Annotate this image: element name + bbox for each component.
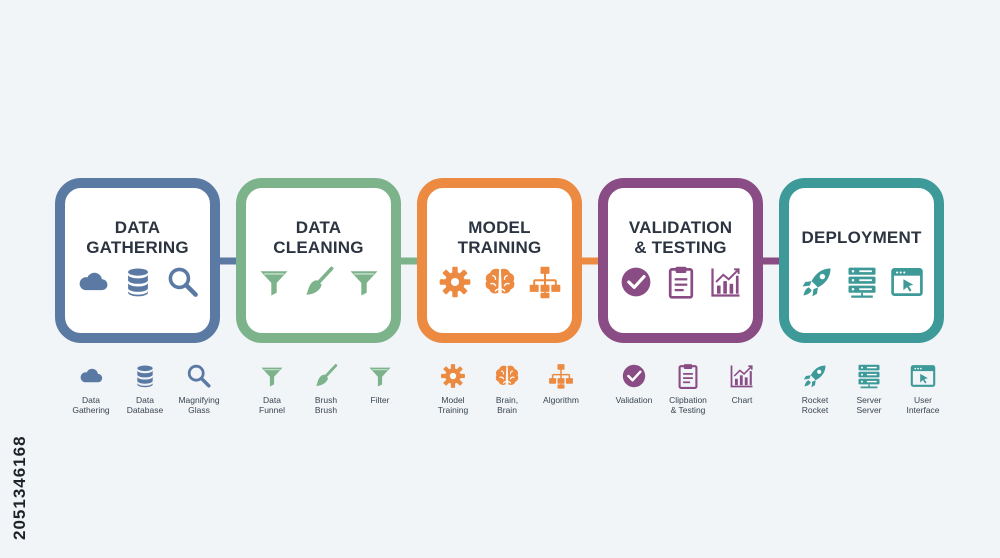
legend-label: Data Database [126,395,164,415]
legend-group-cleaning: Data Funnel Brush Brush Filter [245,362,407,415]
funnel-icon [258,362,286,390]
legend-item: Data Database [118,362,172,415]
brain-icon [493,362,521,390]
legend-item: User Interface [896,362,950,415]
legend-label: Rocket Rocket [801,395,829,415]
magnifying-glass-icon [165,264,201,300]
cloud-icon [77,362,105,390]
user-interface-icon [889,264,925,300]
legend-item: Model Training [426,362,480,415]
server-icon [855,362,883,390]
chart-icon [728,362,756,390]
server-icon [844,264,880,300]
check-circle-icon [620,362,648,390]
cloud-icon [75,264,111,300]
legend-label: Data Gathering [72,395,110,415]
stage-title: MODEL TRAINING [457,218,542,257]
stage-deployment: DEPLOYMENT [779,178,944,343]
chart-icon [708,264,744,300]
brush-icon [312,362,340,390]
clipboard-icon [663,264,699,300]
stage-icons [427,262,572,302]
stage-model-training: MODEL TRAINING [417,178,582,343]
algorithm-icon [547,362,575,390]
legend-label: Model Training [437,395,469,415]
legend-label: Validation [615,395,653,405]
check-circle-icon [618,264,654,300]
legend-item: Algorithm [534,362,588,415]
legend-label: Brush Brush [314,395,338,415]
filter-icon [366,362,394,390]
stage-data-cleaning: DATA CLEANING [236,178,401,343]
filter-icon [346,264,382,300]
rocket-icon [801,362,829,390]
rocket-icon [799,264,835,300]
stage-data-gathering: DATA GATHERING [55,178,220,343]
funnel-icon [256,264,292,300]
stage-icons [789,262,934,302]
database-icon [131,362,159,390]
stage-title: VALIDATION & TESTING [628,218,733,257]
stage-icons [608,262,753,302]
algorithm-icon [527,264,563,300]
legend-label: Magnifying Glass [178,395,220,415]
stage-validation-testing: VALIDATION & TESTING [598,178,763,343]
stage-title: DEPLOYMENT [801,228,922,247]
legend-label: Data Funnel [259,395,285,415]
stage-icons [65,262,210,302]
legend-item: Clipbation & Testing [661,362,715,415]
legend-label: User Interface [906,395,940,415]
magnifying-glass-icon [185,362,213,390]
clipboard-icon [674,362,702,390]
legend-group-gathering: Data Gathering Data Database Magnifying Gl… [64,362,226,415]
brush-icon [301,264,337,300]
legend-item: Brain, Brain [480,362,534,415]
stage-title: DATA GATHERING [86,218,189,257]
legend-item: Rocket Rocket [788,362,842,415]
legend-label: Filter [370,395,390,405]
legend-label: Server Server [856,395,882,415]
legend-item: Server Server [842,362,896,415]
stage-icons [246,262,391,302]
legend-item: Magnifying Glass [172,362,226,415]
legend-group-deployment: Rocket Rocket Server Server User Interface [788,362,950,415]
legend-group-training: Model Training Brain, Brain Algorithm [426,362,588,415]
database-icon [120,264,156,300]
stage-title: DATA CLEANING [273,218,364,257]
legend-label: Algorithm [543,395,579,405]
gear-icon [437,264,473,300]
user-interface-icon [909,362,937,390]
legend-label: Clipbation & Testing [669,395,707,415]
legend-item: Data Gathering [64,362,118,415]
legend-label: Brain, Brain [495,395,519,415]
legend-item: Brush Brush [299,362,353,415]
watermark-id: 2051346168 [10,435,29,540]
legend-group-validation: Validation Clipbation & Testing Chart [607,362,769,415]
legend-item: Chart [715,362,769,415]
legend-label: Chart [731,395,753,405]
legend-item: Validation [607,362,661,415]
legend-item: Data Funnel [245,362,299,415]
brain-icon [482,264,518,300]
gear-icon [439,362,467,390]
legend-item: Filter [353,362,407,415]
